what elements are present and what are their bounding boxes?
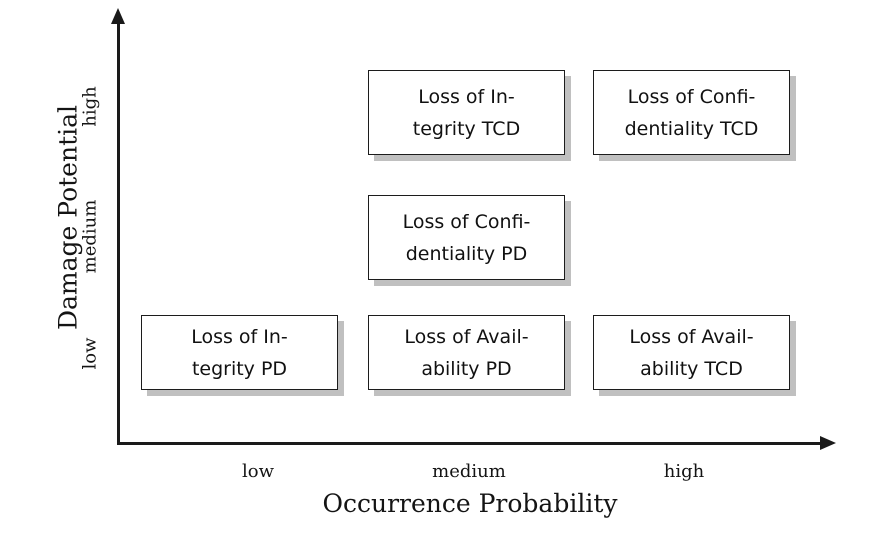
- y-axis-tick-medium: medium: [79, 199, 101, 274]
- y-axis-line: [117, 22, 120, 445]
- risk-cell-line2: tegrity PD: [191, 357, 288, 380]
- risk-cell-line2: tegrity TCD: [412, 117, 521, 140]
- risk-cell-line1: Loss of In-: [418, 85, 515, 108]
- x-axis-line: [117, 442, 823, 445]
- risk-cell-confidentiality-tcd: Loss of Confi- dentiality TCD: [593, 70, 790, 155]
- risk-cell-availability-pd: Loss of Avail- ability PD: [368, 315, 565, 390]
- risk-cell-line1: Loss of In-: [191, 325, 288, 348]
- risk-cell-line1: Loss of Avail-: [629, 325, 754, 348]
- risk-cell-integrity-tcd: Loss of In- tegrity TCD: [368, 70, 565, 155]
- x-axis-tick-medium: medium: [432, 461, 506, 482]
- y-axis-tick-high: high: [79, 86, 101, 127]
- y-axis-title: Damage Potential: [53, 104, 83, 331]
- x-axis-tick-low: low: [241, 461, 274, 482]
- risk-cell-line1: Loss of Confi-: [627, 85, 756, 108]
- risk-cell-line2: ability TCD: [640, 357, 743, 380]
- y-axis-tick-low: low: [79, 337, 101, 370]
- x-axis-arrow-icon: [820, 436, 836, 450]
- y-axis-arrow-icon: [111, 8, 125, 24]
- risk-cell-confidentiality-pd: Loss of Confi- dentiality PD: [368, 195, 565, 280]
- risk-cell-line1: Loss of Confi-: [402, 210, 531, 233]
- risk-cell-availability-tcd: Loss of Avail- ability TCD: [593, 315, 790, 390]
- x-axis-tick-high: high: [663, 461, 705, 482]
- x-axis-title: Occurrence Probability: [322, 489, 618, 518]
- risk-cell-line2: dentiality PD: [405, 242, 528, 265]
- risk-cell-line2: ability PD: [421, 357, 512, 380]
- risk-cell-line1: Loss of Avail-: [404, 325, 529, 348]
- risk-cell-line2: dentiality TCD: [624, 117, 759, 140]
- risk-cell-integrity-pd: Loss of In- tegrity PD: [141, 315, 338, 390]
